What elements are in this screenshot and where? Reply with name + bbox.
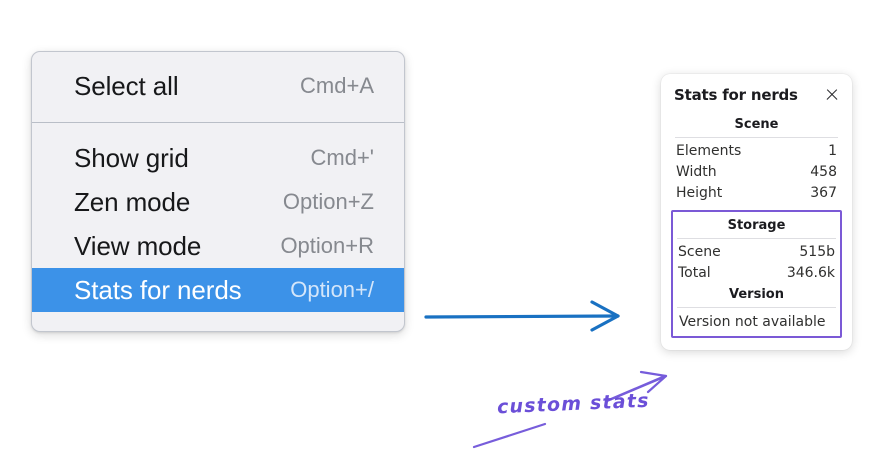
stats-for-nerds-panel: Stats for nerds Scene Elements 1 Width 4… [661,74,852,350]
stat-key: Scene [678,244,721,260]
stat-key: Total [678,265,711,281]
stat-row-width: Width 458 [671,162,842,183]
menu-separator [32,122,404,123]
menu-item-show-grid[interactable]: Show grid Cmd+' [32,136,404,180]
stat-key: Width [676,164,717,180]
stat-row-storage-total: Total 346.6k [673,263,840,284]
stats-panel-header: Stats for nerds [671,86,842,104]
section-heading-storage: Storage [727,218,786,233]
menu-item-stats-for-nerds[interactable]: Stats for nerds Option+/ [32,268,404,312]
menu-item-shortcut: Cmd+A [300,73,374,98]
section-divider [677,307,836,308]
menu-item-view-mode[interactable]: View mode Option+R [32,224,404,268]
menu-item-shortcut: Option+Z [282,189,374,214]
stat-value: 346.6k [786,265,835,281]
stat-row-height: Height 367 [671,183,842,204]
stat-value: 367 [810,185,837,201]
stat-key: Elements [676,143,742,159]
version-value: Version not available [679,314,826,330]
section-divider [675,137,838,138]
section-divider [677,238,836,239]
section-heading-scene: Scene [734,117,779,132]
stats-section-scene: Scene Elements 1 Width 458 Height 367 [671,115,842,204]
menu-item-zen-mode[interactable]: Zen mode Option+Z [32,180,404,224]
stat-value: 515b [799,244,835,260]
stat-key: Height [676,185,723,201]
context-menu[interactable]: Select all Cmd+A Show grid Cmd+' Zen mod… [31,51,405,332]
menu-item-shortcut: Option+/ [290,277,374,302]
purple-underline [472,422,547,449]
section-heading-version: Version [729,287,784,302]
menu-item-shortcut: Option+R [280,233,374,258]
stat-value: 1 [828,143,837,159]
menu-item-label: Select all [74,70,179,101]
annotation-label-custom-stats: custom stats [496,389,651,419]
menu-item-label: Stats for nerds [74,274,242,305]
menu-footer-spacer [32,312,404,331]
stat-row-storage-scene: Scene 515b [673,242,840,263]
stat-row-elements: Elements 1 [671,141,842,162]
menu-item-label: Zen mode [74,186,191,217]
context-menu-section-1: Select all Cmd+A [32,52,404,122]
context-menu-section-2: Show grid Cmd+' Zen mode Option+Z View m… [32,123,404,331]
stats-panel-title: Stats for nerds [674,86,798,104]
blue-arrow [424,300,620,332]
menu-item-select-all[interactable]: Select all Cmd+A [32,64,404,108]
close-icon[interactable] [824,87,840,103]
stats-section-custom: Storage Scene 515b Total 346.6k Version … [671,210,842,338]
menu-item-shortcut: Cmd+' [310,145,375,170]
menu-item-label: Show grid [74,142,189,173]
menu-item-label: View mode [74,230,202,261]
stat-value: 458 [810,164,837,180]
